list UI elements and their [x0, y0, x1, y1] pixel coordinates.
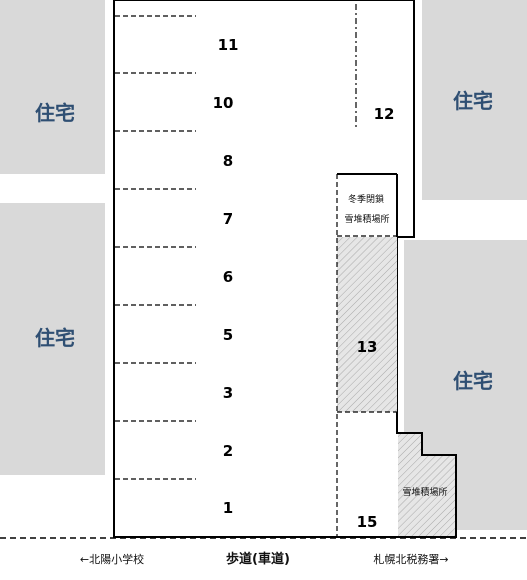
house-label-right-top: 住宅 — [453, 89, 493, 113]
space-number: 10 — [213, 94, 234, 112]
house-left-top — [0, 0, 105, 174]
direction-left-label: ←北陽小学校 — [80, 552, 144, 566]
space-13-number: 13 — [357, 338, 378, 356]
house-label-right-bottom: 住宅 — [453, 369, 493, 393]
house-label-left-bottom: 住宅 — [35, 326, 75, 350]
snow-storage-label: 雪堆積場所 — [344, 213, 389, 225]
direction-right-label: 札幌北税務署→ — [373, 552, 448, 566]
space-number: 7 — [223, 210, 233, 228]
space-number: 11 — [218, 36, 239, 54]
snow-storage-area-label: 雪堆積場所 — [402, 486, 447, 498]
sidewalk-label: 歩道(車道) — [226, 551, 290, 567]
space-15-number: 15 — [357, 513, 378, 531]
snow-storage-area — [398, 434, 455, 536]
house-right-top — [422, 0, 527, 200]
space-number: 5 — [223, 326, 233, 344]
space-number: 3 — [223, 384, 233, 402]
space-number: 1 — [223, 499, 233, 517]
house-label-left-top: 住宅 — [35, 101, 75, 125]
winter-closed-area — [337, 174, 397, 236]
space-12-number: 12 — [374, 105, 395, 123]
space-13-area — [337, 237, 397, 412]
winter-closed-label: 冬季閉鎖 — [348, 193, 384, 205]
space-number: 6 — [223, 268, 233, 286]
house-left-bottom — [0, 203, 105, 475]
space-number: 2 — [223, 442, 233, 460]
space-number: 8 — [223, 152, 233, 170]
